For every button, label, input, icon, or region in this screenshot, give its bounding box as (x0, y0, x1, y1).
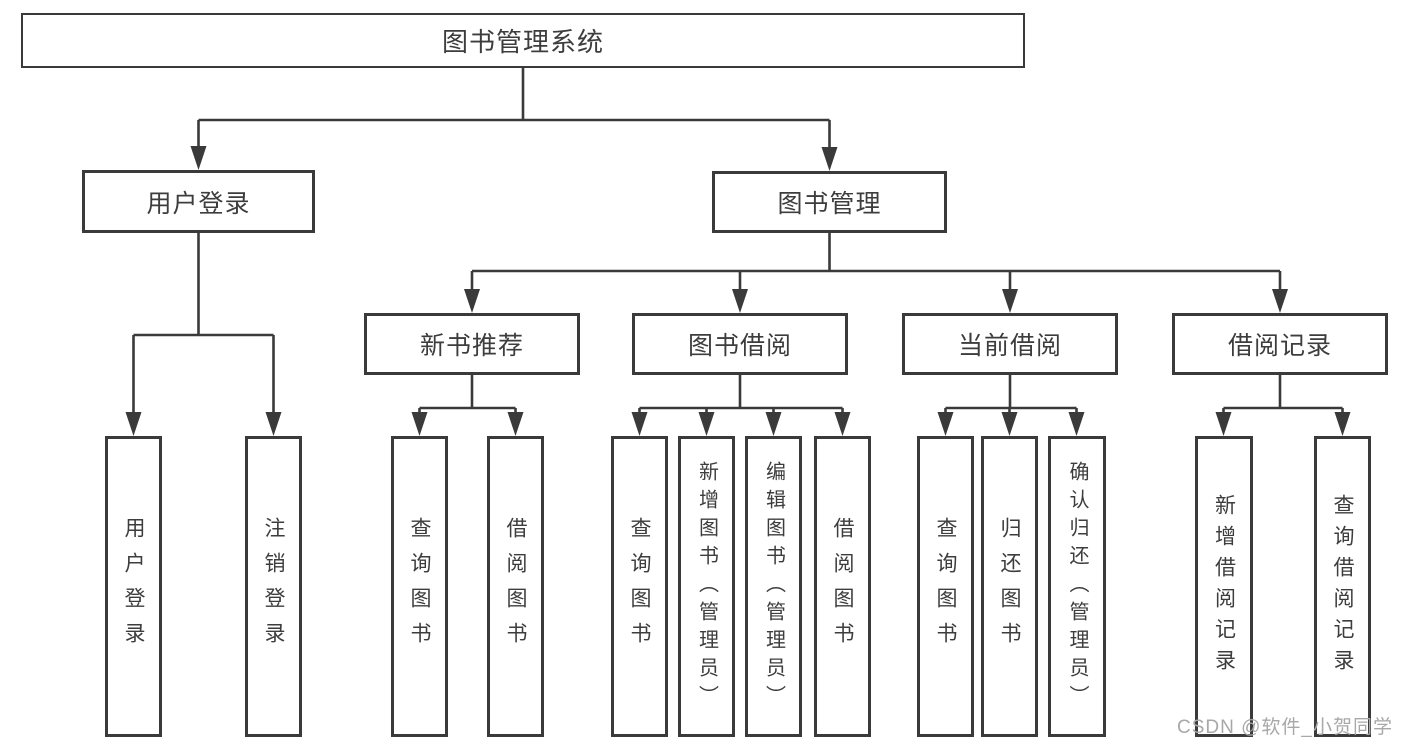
arrow-down-icon (411, 412, 428, 436)
leaf-confirm-return-admin: 确认归还（管理员） (1048, 436, 1106, 737)
arrow-down-icon (1002, 289, 1018, 313)
node-book-borrow: 图书借阅 (632, 313, 848, 375)
arrow-down-icon (834, 412, 851, 436)
leaf-add-borrow-record: 新增借阅记录 (1195, 436, 1253, 737)
node-root-system: 图书管理系统 (21, 13, 1025, 68)
node-user-login: 用户登录 (82, 170, 315, 233)
node-borrow-records: 借阅记录 (1172, 313, 1388, 375)
node-book-management: 图书管理 (712, 171, 947, 233)
node-new-book-recommend: 新书推荐 (364, 313, 580, 375)
leaf-add-books-admin: 新增图书（管理员） (678, 436, 735, 737)
arrow-down-icon (1001, 412, 1018, 436)
arrow-down-icon (125, 412, 142, 436)
leaf-query-borrow-record: 查询借阅记录 (1314, 436, 1371, 737)
arrow-down-icon (464, 289, 480, 313)
leaf-logout-login: 注销登录 (245, 436, 302, 737)
arrow-down-icon (698, 412, 715, 436)
arrow-down-icon (1068, 412, 1085, 436)
leaf-query-books-current: 查询图书 (917, 436, 974, 737)
leaf-borrow-books-recommend: 借阅图书 (487, 436, 544, 737)
arrow-down-icon (821, 147, 838, 171)
csdn-watermark: CSDN @软件_小贺同学 (1177, 717, 1393, 738)
leaf-query-books-borrow: 查询图书 (611, 436, 668, 737)
arrow-down-icon (190, 146, 207, 170)
leaf-query-books-recommend: 查询图书 (391, 436, 448, 737)
arrow-down-icon (1215, 412, 1232, 436)
arrow-down-icon (1334, 412, 1351, 436)
arrow-down-icon (732, 289, 748, 313)
arrow-down-icon (765, 412, 782, 436)
arrow-down-icon (507, 412, 524, 436)
leaf-user-login: 用户登录 (105, 436, 162, 737)
leaf-borrow-books: 借阅图书 (814, 436, 871, 737)
leaf-return-books: 归还图书 (981, 436, 1038, 737)
arrow-down-icon (937, 412, 954, 436)
node-current-borrow: 当前借阅 (902, 313, 1118, 375)
arrow-down-icon (631, 412, 648, 436)
leaf-edit-books-admin: 编辑图书（管理员） (745, 436, 802, 737)
arrow-down-icon (265, 412, 282, 436)
arrow-down-icon (1272, 289, 1288, 313)
